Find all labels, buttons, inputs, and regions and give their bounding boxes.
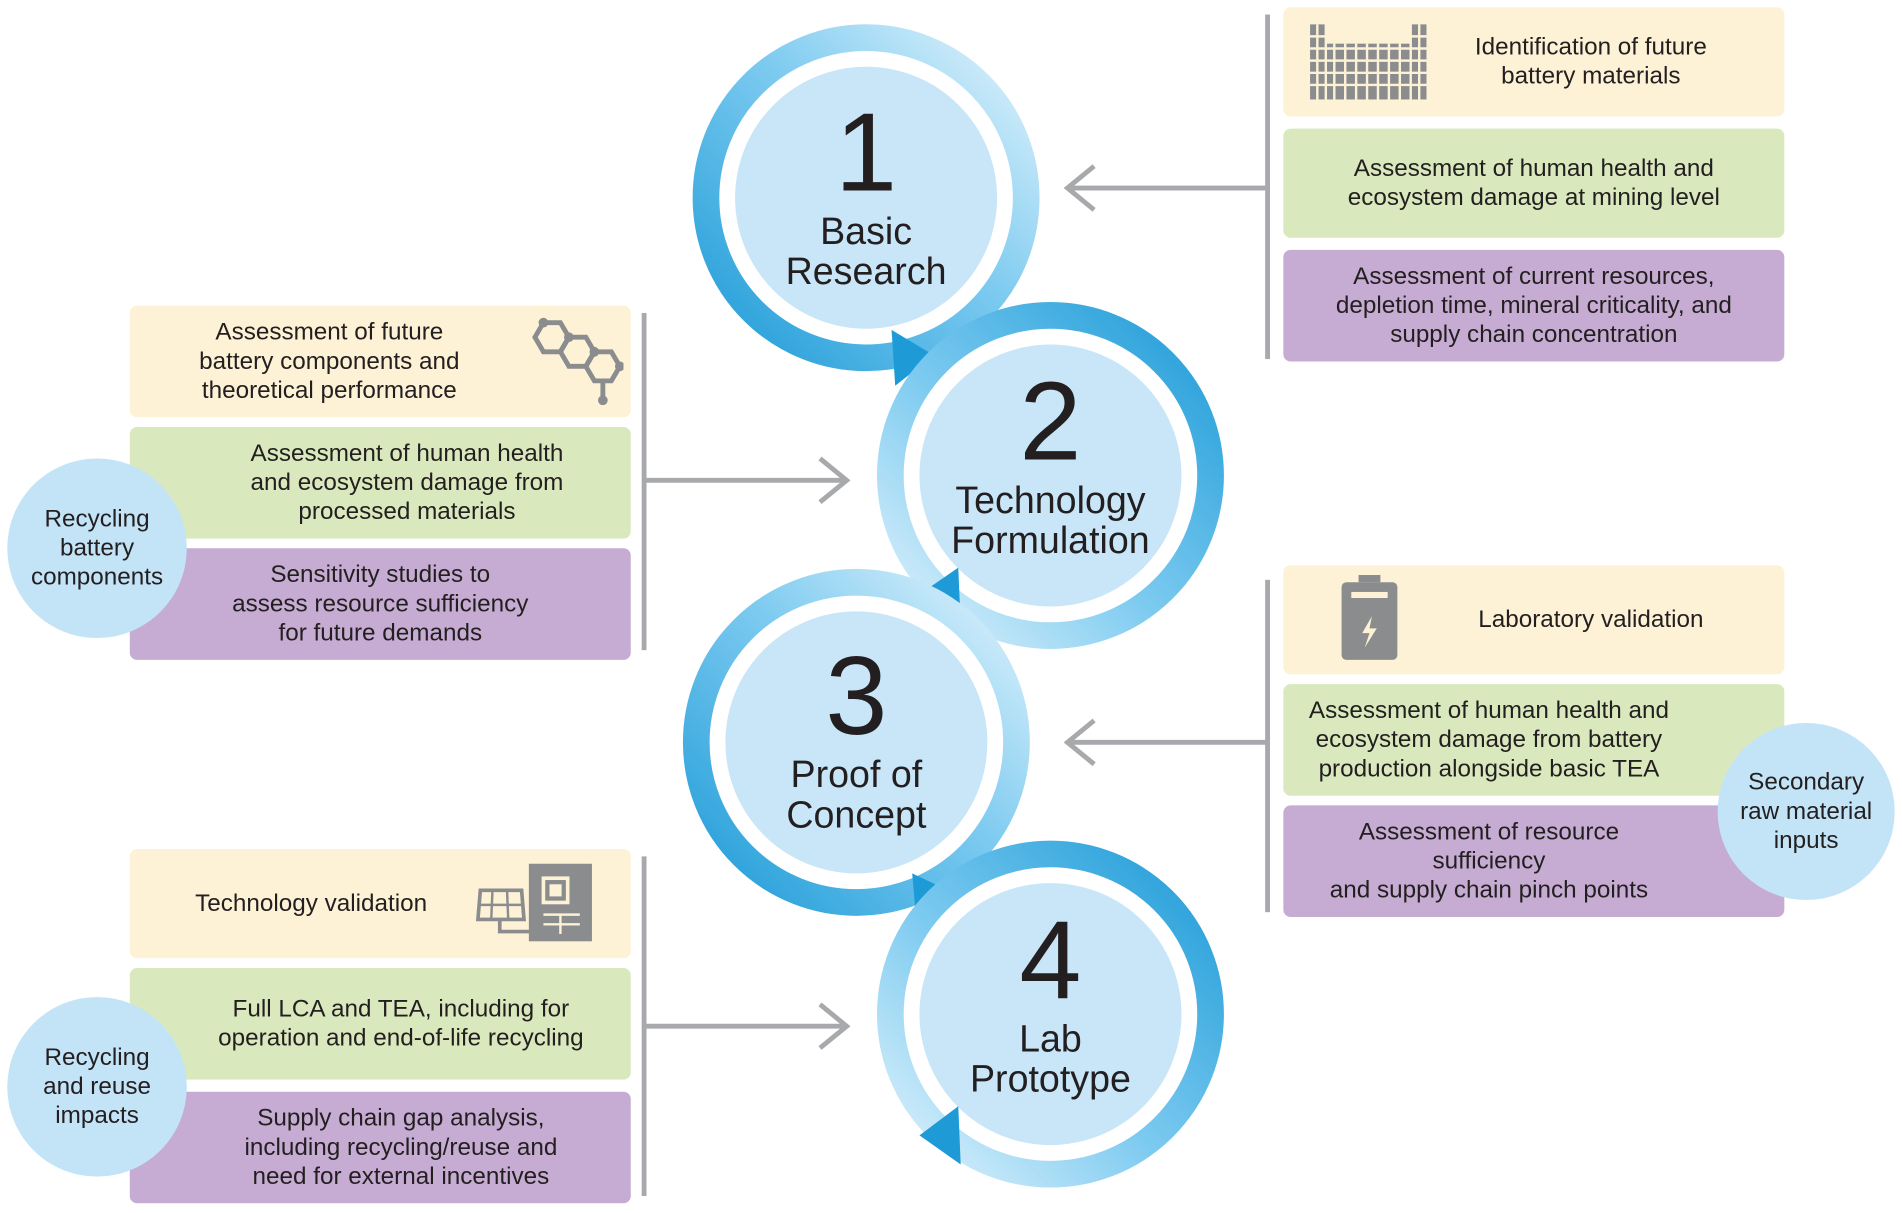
step-label: Basic Research [785,209,947,293]
box-text: Sensitivity studies to assess resource s… [232,561,529,647]
bracket-right-1 [1265,14,1271,360]
step-number: 4 [1019,898,1082,1023]
step-label: Lab Prototype [969,1017,1131,1101]
battery-icon [1341,574,1398,660]
ring-4 [876,840,1224,1188]
step-number: 1 [835,90,898,215]
ring-2 [876,302,1224,649]
recycling-battery-components-bubble: Recycling battery components [7,458,187,639]
secondary-raw-material-bubble: Secondary raw material inputs [1717,722,1895,901]
box-text: Supply chain gap analysis, including rec… [244,1105,558,1190]
step-2: 2 Technology Formulation [917,364,1184,561]
box-text: Identification of future battery materia… [1474,33,1707,90]
box-text: Assessment of human health and ecosystem… [1347,155,1720,212]
right-1-purple-box: Assessment of current resources, depleti… [1283,249,1785,362]
solar-chip-icon [475,863,592,942]
box-text: Full LCA and TEA, including for operatio… [218,995,584,1052]
box-text: Assessment of human health and ecosystem… [1308,697,1669,783]
step-number: 2 [1019,360,1082,484]
bracket-left-2 [641,312,647,651]
bracket-right-3 [1265,579,1271,913]
right-3-purple-box: Assessment of resource sufficiency and s… [1283,805,1785,918]
box-text: Assessment of human health and ecosystem… [250,440,564,526]
step-number: 3 [825,634,888,759]
box-text: Laboratory validation [1478,606,1704,634]
step-label: Technology Formulation [951,479,1150,562]
step-label: Proof of Concept [786,753,927,836]
box-text: Assessment of future battery components … [199,319,460,404]
left-4-purple-box: Supply chain gap analysis, including rec… [129,1091,631,1204]
left-2-green-box: Assessment of human health and ecosystem… [129,426,631,539]
box-text: Assessment of current resources, depleti… [1335,263,1732,349]
connector-arrows [642,164,1268,1050]
ring-1 [692,24,1040,386]
right-1-green-box: Assessment of human health and ecosystem… [1283,128,1785,238]
box-text: Assessment of resource sufficiency and s… [1329,818,1649,904]
left-2-purple-box: Sensitivity studies to assess resource s… [129,548,631,660]
box-text: Technology validation [195,890,428,918]
step-1: 1 Basic Research [745,95,988,292]
bracket-left-4 [641,856,647,1197]
recycling-reuse-impacts-bubble: Recycling and reuse impacts [7,997,187,1177]
molecule-icon [532,317,624,406]
step-4: 4 Lab Prototype [929,902,1172,1099]
step-3: 3 Proof of Concept [735,638,978,835]
periodic-table-icon [1310,24,1427,100]
left-4-green-box: Full LCA and TEA, including for operatio… [129,967,631,1080]
right-3-green-box: Assessment of human health and ecosystem… [1283,684,1785,796]
